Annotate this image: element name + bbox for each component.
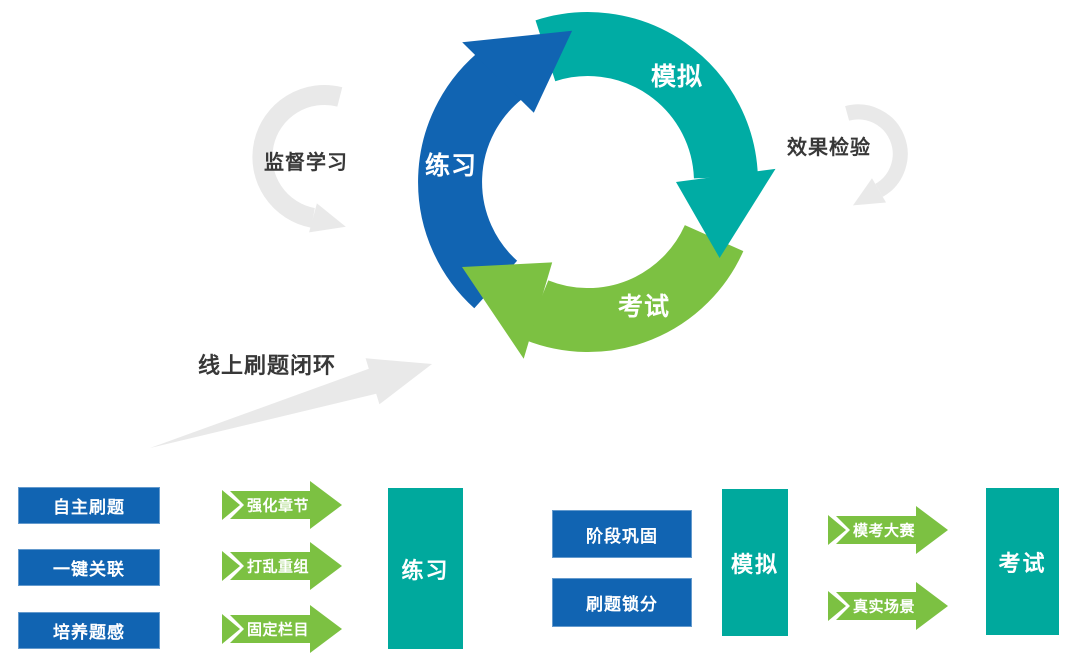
ring-segment-mock	[535, 12, 758, 180]
practice-flow-arrow-1-label: 强化章节	[247, 497, 309, 515]
exam-flow-arrow-2-label: 真实场景	[853, 598, 915, 616]
ring-label-exam: 考试	[618, 293, 670, 321]
practice-flow-arrow-1: 强化章节	[222, 481, 342, 529]
loop-arrow-right-icon	[845, 104, 908, 206]
practice-input-box-2: 一键关联	[18, 549, 160, 586]
ring-arrowhead-exam-icon	[462, 262, 553, 359]
practice-input-box-3: 培养题感	[18, 612, 160, 649]
exam-target-box: 考试	[986, 488, 1059, 635]
mock-stage-box: 模拟	[722, 489, 788, 636]
ring-arrowhead-mock-icon	[676, 168, 776, 258]
exam-input-box-1: 阶段巩固	[552, 510, 692, 558]
closed-loop-arrow-icon	[150, 358, 432, 448]
practice-flow-arrow-2: 打乱重组	[222, 542, 342, 590]
practice-flow-arrow-3-label: 固定栏目	[247, 621, 309, 639]
ring-label-mock: 模拟	[651, 62, 703, 91]
note-supervised-learning: 监督学习	[264, 152, 348, 174]
exam-input-box-2: 刷题锁分	[552, 578, 692, 627]
note-effect-check: 效果检验	[787, 137, 871, 159]
ring-arrowhead-practice-icon	[462, 30, 573, 113]
ring-segment-exam	[524, 224, 744, 352]
practice-flow-arrow-2-label: 打乱重组	[247, 558, 309, 576]
practice-target-box: 练习	[388, 488, 463, 649]
loop-arrow-left-icon	[252, 85, 346, 233]
ring-label-practice: 练习	[425, 151, 477, 180]
note-online-loop: 线上刷题闭环	[198, 353, 337, 378]
practice-flow-arrow-3: 固定栏目	[222, 605, 342, 653]
practice-input-box-1: 自主刷题	[18, 487, 160, 524]
exam-flow-arrow-1-label: 模考大赛	[853, 522, 916, 540]
exam-flow-arrow-2: 真实场景	[828, 582, 948, 630]
cycle-ring: 练习 模拟 考试	[418, 12, 776, 359]
ring-segment-practice	[418, 48, 524, 309]
exam-flow-arrow-1: 模考大赛	[828, 506, 948, 554]
